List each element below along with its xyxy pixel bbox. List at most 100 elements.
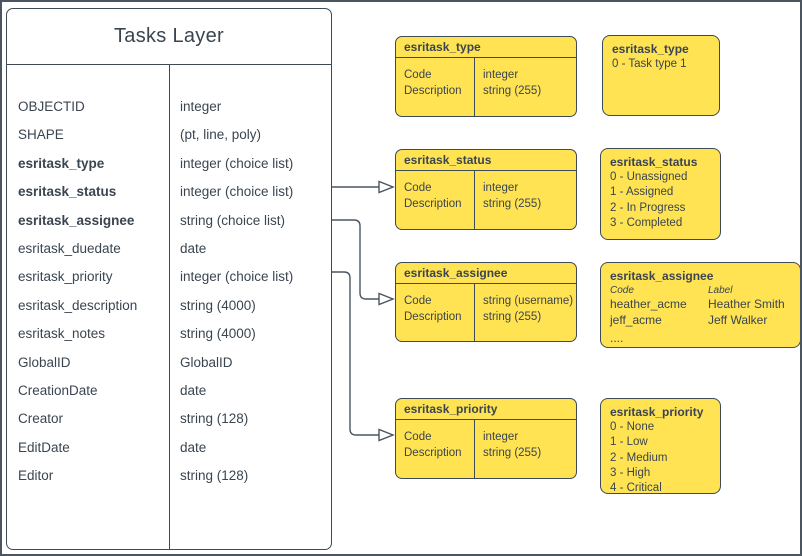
connector-esritask-priority — [332, 271, 379, 436]
field-type: string (choice list) — [180, 212, 286, 228]
value-list-title: esritask_type — [612, 42, 689, 56]
attr-row-name: Code — [404, 295, 432, 307]
field-name: esritask_assignee — [18, 212, 135, 228]
attr-row-name: Description — [404, 85, 462, 97]
field-name: EditDate — [18, 439, 70, 455]
field-type: integer (choice list) — [180, 155, 294, 171]
value-item: 3 - Completed — [610, 216, 683, 229]
attr-row-name: Description — [404, 447, 462, 459]
value-item: 1 - Assigned — [610, 186, 674, 199]
column-divider — [169, 65, 170, 549]
field-type: string (4000) — [180, 297, 256, 313]
attr-box-esritask-assignee: esritask_assignee Code Description strin… — [395, 262, 577, 342]
attr-box-title: esritask_priority — [396, 399, 576, 420]
field-name: GlobalID — [18, 354, 71, 370]
attr-row-type: string (255) — [483, 311, 542, 323]
code-column-header: Code — [610, 285, 634, 296]
field-name: esritask_status — [18, 184, 117, 200]
attr-box-title: esritask_type — [396, 37, 576, 58]
value-item: 3 - High — [610, 466, 651, 479]
open-arrow-icon — [378, 180, 395, 194]
field-name: SHAPE — [18, 127, 64, 143]
value-item: 2 - Medium — [610, 451, 668, 464]
open-arrow-icon — [378, 428, 395, 442]
field-row-editdate: EditDate date — [7, 434, 331, 462]
value-item: 0 - Unassigned — [610, 171, 688, 183]
field-name: esritask_notes — [18, 326, 106, 342]
assignee-code: jeff_acme — [610, 312, 662, 327]
tasks-layer-title: Tasks Layer — [7, 9, 331, 65]
value-item: 0 - None — [610, 421, 655, 433]
field-type: string (128) — [180, 411, 249, 427]
attr-row-type: string (255) — [483, 85, 542, 97]
attr-row-name: Code — [404, 69, 432, 81]
field-row-esritask-notes: esritask_notes string (4000) — [7, 320, 331, 348]
attr-box-body: Code Description integer string (255) — [396, 58, 576, 116]
assignee-value-grid: Code Label heather_acme Heather Smith je… — [610, 284, 791, 328]
attr-row-type: string (255) — [483, 447, 542, 459]
field-name: Creator — [18, 411, 64, 427]
attr-row-type: string (username) — [483, 295, 574, 307]
field-type: date — [180, 240, 207, 256]
connector-esritask-assignee — [332, 219, 379, 300]
field-type: string (128) — [180, 468, 249, 484]
field-row-esritask-assignee: esritask_assignee string (choice list) — [7, 207, 331, 235]
field-name: Editor — [18, 468, 54, 484]
attr-box-esritask-type: esritask_type Code Description integer s… — [395, 36, 577, 117]
field-type: string (4000) — [180, 326, 256, 342]
field-type: date — [180, 382, 207, 398]
value-item: 0 - Task type 1 — [612, 58, 687, 70]
field-row-esritask-description: esritask_description string (4000) — [7, 292, 331, 320]
attr-box-body: Code Description integer string (255) — [396, 171, 576, 229]
attr-row-type: integer — [483, 182, 519, 194]
value-item: 2 - In Progress — [610, 201, 686, 214]
value-list-esritask-priority: esritask_priority 0 - None 1 - Low 2 - M… — [600, 398, 721, 494]
field-name: CreationDate — [18, 382, 98, 398]
field-row-creationdate: CreationDate date — [7, 377, 331, 405]
attr-box-esritask-priority: esritask_priority Code Description integ… — [395, 398, 577, 479]
attr-box-title: esritask_assignee — [396, 263, 576, 284]
tasks-layer-field-list: OBJECTID integer SHAPE (pt, line, poly) … — [7, 65, 331, 549]
attr-row-name: Code — [404, 182, 432, 194]
value-list-title: esritask_priority — [610, 405, 704, 419]
field-type: date — [180, 439, 207, 455]
attr-row-type: integer — [483, 69, 519, 81]
open-arrow-icon — [378, 292, 395, 306]
value-list-esritask-assignee: esritask_assignee Code Label heather_acm… — [600, 262, 800, 348]
value-list-esritask-type: esritask_type 0 - Task type 1 — [602, 35, 720, 116]
attr-row-name: Description — [404, 311, 462, 323]
field-name: esritask_description — [18, 297, 138, 313]
more-values-ellipsis: .... — [610, 331, 624, 345]
assignee-code: heather_acme — [610, 297, 687, 311]
field-row-editor: Editor string (128) — [7, 462, 331, 490]
field-name: OBJECTID — [18, 99, 85, 114]
field-row-esritask-priority: esritask_priority integer (choice list) — [7, 263, 331, 291]
assignee-label: Heather Smith — [708, 297, 785, 311]
value-list-esritask-status: esritask_status 0 - Unassigned 1 - Assig… — [600, 148, 721, 240]
label-column-header: Label — [708, 285, 733, 296]
assignee-label: Jeff Walker — [708, 312, 768, 327]
field-type: integer (choice list) — [180, 269, 294, 285]
value-item: 4 - Critical — [610, 482, 662, 495]
field-name: esritask_priority — [18, 269, 113, 285]
attr-row-name: Description — [404, 198, 462, 210]
field-row-shape: SHAPE (pt, line, poly) — [7, 121, 331, 149]
field-row-objectid: OBJECTID integer — [7, 93, 331, 121]
field-row-esritask-type: esritask_type integer (choice list) — [7, 150, 331, 178]
attr-box-body: Code Description string (username) strin… — [396, 284, 576, 341]
field-type: integer (choice list) — [180, 184, 294, 200]
attr-row-type: string (255) — [483, 198, 542, 210]
field-row-creator: Creator string (128) — [7, 405, 331, 433]
attr-box-title: esritask_status — [396, 150, 576, 171]
tasks-layer-table: Tasks Layer OBJECTID integer SHAPE (pt, … — [6, 8, 332, 550]
field-row-esritask-status: esritask_status integer (choice list) — [7, 178, 331, 206]
value-item: 1 - Low — [610, 436, 648, 449]
field-name: esritask_duedate — [18, 240, 121, 256]
field-type: GlobalID — [180, 354, 233, 370]
field-type: integer — [180, 99, 222, 114]
field-row-esritask-duedate: esritask_duedate date — [7, 235, 331, 263]
field-name: esritask_type — [18, 155, 105, 171]
attr-box-body: Code Description integer string (255) — [396, 420, 576, 478]
value-list-title: esritask_assignee — [610, 269, 714, 283]
